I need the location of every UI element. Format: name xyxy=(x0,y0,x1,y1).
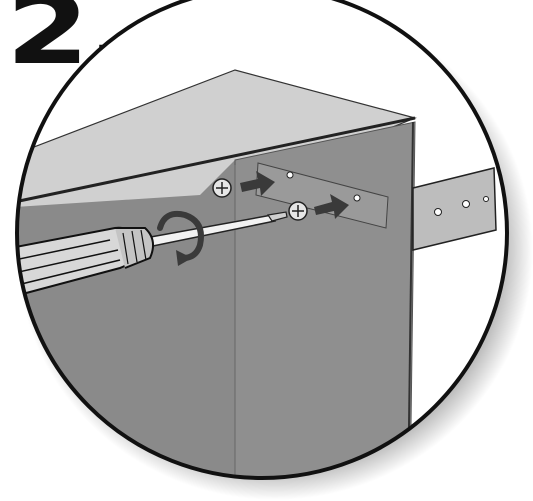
bracket-hole xyxy=(286,171,294,179)
wall-bracket xyxy=(412,167,497,251)
bracket-hole xyxy=(483,196,489,202)
bracket-hole xyxy=(353,194,361,202)
cabinet-top-edge xyxy=(17,116,416,207)
magnifier-ring xyxy=(15,0,509,480)
push-arrow-icon xyxy=(240,171,275,196)
screw-icon xyxy=(288,201,308,221)
bracket-hole xyxy=(462,200,470,208)
screwdriver-tip xyxy=(266,211,288,222)
screw-icon xyxy=(212,178,232,198)
push-arrow-icon xyxy=(314,194,349,219)
rotate-arrow-icon xyxy=(157,210,204,266)
bracket-hole xyxy=(434,208,442,216)
screwdriver-icon xyxy=(17,226,155,302)
